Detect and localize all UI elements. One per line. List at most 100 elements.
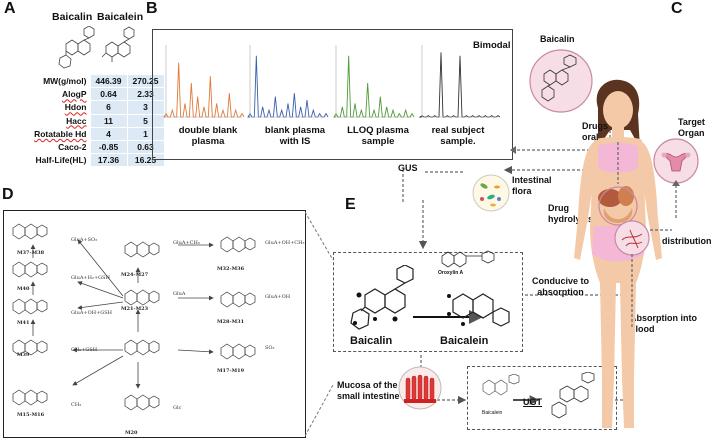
baicalein-value: 2.33 — [126, 87, 165, 102]
chromatogram-trace — [163, 62, 245, 118]
baicalin-hydrolysis-box — [333, 252, 523, 352]
baicalin-circle-label: Baicalin — [540, 34, 575, 44]
chromatogram-axis — [249, 45, 326, 118]
distribution-label: distribution — [662, 236, 712, 246]
connector-d-to-e — [305, 211, 334, 437]
chromatogram-panel — [152, 29, 513, 160]
metabolite-substituent: GluA+OH — [265, 294, 291, 300]
metabolite-substituent: CH₂+GSH — [71, 347, 98, 353]
metabolite-substituent: CH₃ — [71, 402, 82, 408]
baicalin-value: 11 — [89, 113, 128, 128]
metabolite-substituent: GluA+OH+CH₃ — [265, 240, 305, 246]
mucosa-label: Mucosa of the small intestine — [337, 380, 400, 401]
panel-a-letter: A — [4, 0, 16, 17]
panel-e-letter: E — [345, 196, 356, 213]
baicalin-value: 446.39 — [89, 73, 128, 89]
baicalein-small-structure — [482, 374, 520, 396]
chromatogram-axis — [165, 45, 242, 118]
chromatogram-trace — [247, 55, 329, 118]
metabolite-id: M24-M27 — [121, 272, 149, 278]
metabolite-id: M40 — [17, 286, 30, 292]
baicalein-value: 0.63 — [126, 139, 165, 155]
metabolite-id: M20 — [125, 430, 138, 436]
baicalin-structure-small — [58, 26, 95, 69]
metabolite-substituent: GluA+OH+GSH — [71, 310, 113, 316]
metabolite-id: M32-M36 — [217, 266, 245, 272]
property-label: AlogP — [61, 89, 87, 100]
baicalin-value: -0.85 — [89, 139, 128, 155]
panel-a-col1-header: Baicalin — [52, 11, 93, 23]
target-organ-illustration — [653, 138, 699, 184]
metabolite-substituent: SO₃ — [265, 345, 275, 351]
drugs-oral-label: Drugs oral — [582, 121, 609, 142]
panel-b-letter: B — [146, 0, 158, 17]
panel-d-letter: D — [2, 186, 14, 203]
metabolite-substituent: GluA+H₂+GSH — [71, 275, 110, 281]
drug-hydrolysis-label: Drug hydrolysis — [548, 203, 594, 224]
baicalein-value: 16.25 — [126, 153, 165, 168]
mucosa-illustration — [398, 366, 442, 410]
oroxylin-structure — [441, 250, 495, 268]
property-label: Hdon — [64, 102, 87, 113]
chromatogram-label-4: real subject sample. — [431, 125, 485, 147]
property-label: Hacc — [66, 115, 87, 126]
property-label: Rotatable Hd — [34, 128, 87, 139]
metabolite-id: M39 — [17, 352, 30, 358]
baicalein-structure-small — [101, 26, 135, 62]
target-organ-label: Target Organ — [678, 117, 705, 138]
ugt-box — [467, 366, 617, 430]
metabolite-id: M28-M31 — [217, 319, 245, 325]
panel-c-letter: C — [671, 0, 683, 17]
metabolite-network — [12, 223, 256, 411]
baicalin-label: Baicalin — [350, 335, 393, 347]
baicalein-label: Baicalein — [440, 335, 489, 347]
baicalein-small-label: Baicalein — [482, 410, 503, 416]
chromatogram-label-1: double blank plasma — [178, 125, 238, 147]
baicalin-circle-illustration — [529, 49, 593, 113]
chromatogram-trace — [418, 52, 501, 118]
metabolite-id: M17-M19 — [217, 368, 245, 374]
metabolite-id: M21-M23 — [121, 306, 149, 312]
conducive-label: Conducive to absorption — [532, 276, 590, 297]
baicalein-value: 270.25 — [126, 73, 165, 89]
baicalin-structure — [350, 265, 414, 330]
intestinal-flora-illustration — [472, 174, 510, 212]
baicalein-structure — [447, 293, 510, 327]
baicalein-value: 1 — [126, 126, 165, 141]
baicalein-value: 3 — [126, 100, 165, 115]
metabolite-pathway-panel — [3, 210, 306, 438]
chromatogram-axis — [421, 45, 498, 118]
metabolite-id: M37-M38 — [17, 250, 45, 256]
glucuronide-structure — [551, 372, 595, 419]
metabolite-substituent: GluA+CH₃ — [173, 240, 200, 246]
panel-a-col2-header: Baicalein — [97, 11, 144, 23]
baicalin-value: 6 — [89, 100, 128, 115]
chromatogram-label-3: LLOQ plasma sample — [347, 125, 409, 147]
chromatogram-trace — [333, 55, 415, 118]
property-label: Caco-2 — [58, 142, 87, 153]
metabolite-substituent: GluA+SO₃ — [71, 237, 98, 243]
property-label: Half-Life(HL) — [35, 155, 87, 166]
metabolite-id: M15-M16 — [17, 412, 45, 418]
bimodal-label: Bimodal — [473, 40, 511, 51]
metabolite-substituent: Glc — [173, 405, 182, 411]
gus-label: GUS — [398, 163, 418, 173]
chromatograms — [163, 45, 501, 118]
metabolite-substituent: GluA — [173, 291, 186, 297]
connector-to-target — [672, 180, 680, 218]
intestinal-flora-label: Intestinal flora — [512, 175, 552, 196]
property-label: MW(g/mol) — [43, 76, 87, 87]
oroxylin-label: Oroxylin A — [438, 270, 464, 276]
baicalin-value: 4 — [89, 126, 128, 141]
chromatogram-axis — [335, 45, 412, 118]
baicalin-value: 0.64 — [89, 87, 128, 102]
metabolite-id: M41 — [17, 320, 30, 326]
